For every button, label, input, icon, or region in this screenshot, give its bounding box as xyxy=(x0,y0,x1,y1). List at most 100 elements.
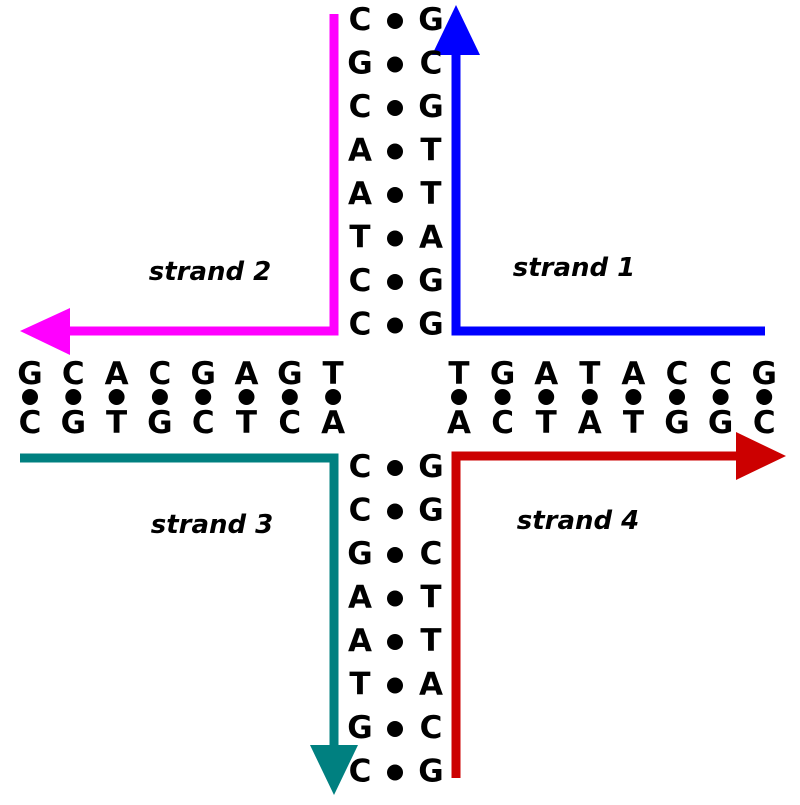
base-right: G xyxy=(418,307,443,343)
base-bottom: T xyxy=(623,405,644,441)
base-bottom: G xyxy=(147,405,172,441)
base-left: A xyxy=(348,623,372,659)
base-bottom: T xyxy=(236,405,257,441)
base-left: G xyxy=(347,710,372,746)
base-left: T xyxy=(349,667,370,703)
base-bottom: C xyxy=(278,405,301,441)
base-bottom: A xyxy=(578,405,602,441)
base-pair-dot xyxy=(756,389,773,405)
base-right: C xyxy=(420,536,443,572)
base-top: A xyxy=(235,356,259,392)
base-pair-dot xyxy=(281,389,298,405)
strand-4-arrowhead xyxy=(736,432,786,480)
strand-3-label: strand 3 xyxy=(151,510,274,540)
base-bottom: C xyxy=(19,405,42,441)
base-pair-dot xyxy=(65,389,82,405)
base-pair-dot xyxy=(387,230,403,247)
base-right: T xyxy=(420,580,441,616)
base-top: T xyxy=(323,356,344,392)
base-left: C xyxy=(349,2,372,38)
base-right: A xyxy=(419,667,443,703)
base-right: G xyxy=(418,754,443,790)
base-pair-dot xyxy=(581,389,598,405)
base-bottom: G xyxy=(708,405,733,441)
strand-2-arrow xyxy=(20,14,339,355)
base-pair-dot xyxy=(387,274,403,290)
base-bottom: G xyxy=(664,405,689,441)
base-pair-dot xyxy=(387,590,403,607)
base-pair-dot xyxy=(387,100,403,116)
base-pair-dot xyxy=(387,721,403,737)
base-top: A xyxy=(534,356,558,392)
base-right: G xyxy=(418,449,443,485)
base-top: C xyxy=(709,356,732,392)
base-top: C xyxy=(666,356,689,392)
base-pair-dot xyxy=(22,389,38,405)
base-pair-dot xyxy=(387,56,403,73)
strand-1-label: strand 1 xyxy=(513,253,636,283)
base-pair-dot xyxy=(387,677,403,694)
base-pair-dot xyxy=(387,317,403,334)
base-left: C xyxy=(349,307,372,343)
base-top: G xyxy=(277,356,302,392)
base-pair-dot xyxy=(387,764,403,781)
strand-2-arrowhead xyxy=(20,308,70,355)
base-left: C xyxy=(349,754,372,790)
base-pair-dot xyxy=(451,389,467,405)
base-left: C xyxy=(349,89,372,125)
base-left: C xyxy=(349,263,372,299)
base-right: T xyxy=(420,133,441,169)
base-pair-dot xyxy=(494,389,511,405)
base-right: C xyxy=(420,46,443,82)
base-pair-dot xyxy=(325,389,342,405)
base-right: A xyxy=(419,220,443,256)
base-top: A xyxy=(105,356,129,392)
base-pair-dot xyxy=(195,389,212,405)
base-top: G xyxy=(490,356,515,392)
strand-4-label: strand 4 xyxy=(517,506,640,536)
base-right: G xyxy=(418,493,443,529)
base-bottom: T xyxy=(536,405,557,441)
base-pair-dot xyxy=(238,389,255,405)
base-pair-dot xyxy=(669,389,685,405)
base-top: T xyxy=(448,356,469,392)
base-top: C xyxy=(62,356,85,392)
strand-3-line xyxy=(20,453,339,746)
base-pair-dot xyxy=(387,503,403,520)
strand-3-arrow xyxy=(20,453,358,795)
base-pair-dot xyxy=(387,460,403,476)
base-pair-dot xyxy=(387,547,403,563)
base-pair-dot xyxy=(538,389,555,405)
base-left: A xyxy=(348,580,372,616)
base-pair-dot xyxy=(387,143,403,160)
strand-1-arrowhead xyxy=(432,5,480,55)
base-left: A xyxy=(348,133,372,169)
base-right: G xyxy=(418,2,443,38)
base-left: G xyxy=(347,536,372,572)
base-pair-dot xyxy=(387,13,403,29)
base-top: A xyxy=(621,356,645,392)
base-bottom: C xyxy=(753,405,776,441)
base-top: G xyxy=(751,356,776,392)
strand-4-line xyxy=(451,451,738,778)
strand-1-line xyxy=(451,52,765,336)
base-bottom: C xyxy=(491,405,514,441)
strand-2-label: strand 2 xyxy=(149,257,272,287)
base-right: T xyxy=(420,176,441,212)
base-left: T xyxy=(349,220,370,256)
strand-4-arrow xyxy=(451,432,786,778)
base-top: G xyxy=(190,356,215,392)
strand-2-line xyxy=(68,14,339,336)
base-left: G xyxy=(347,46,372,82)
base-left: C xyxy=(349,493,372,529)
base-pair-dot xyxy=(387,634,403,650)
base-bottom: C xyxy=(192,405,215,441)
base-bottom: A xyxy=(447,405,471,441)
strand-3-arrowhead xyxy=(310,745,358,795)
base-pair-dot xyxy=(625,389,642,405)
